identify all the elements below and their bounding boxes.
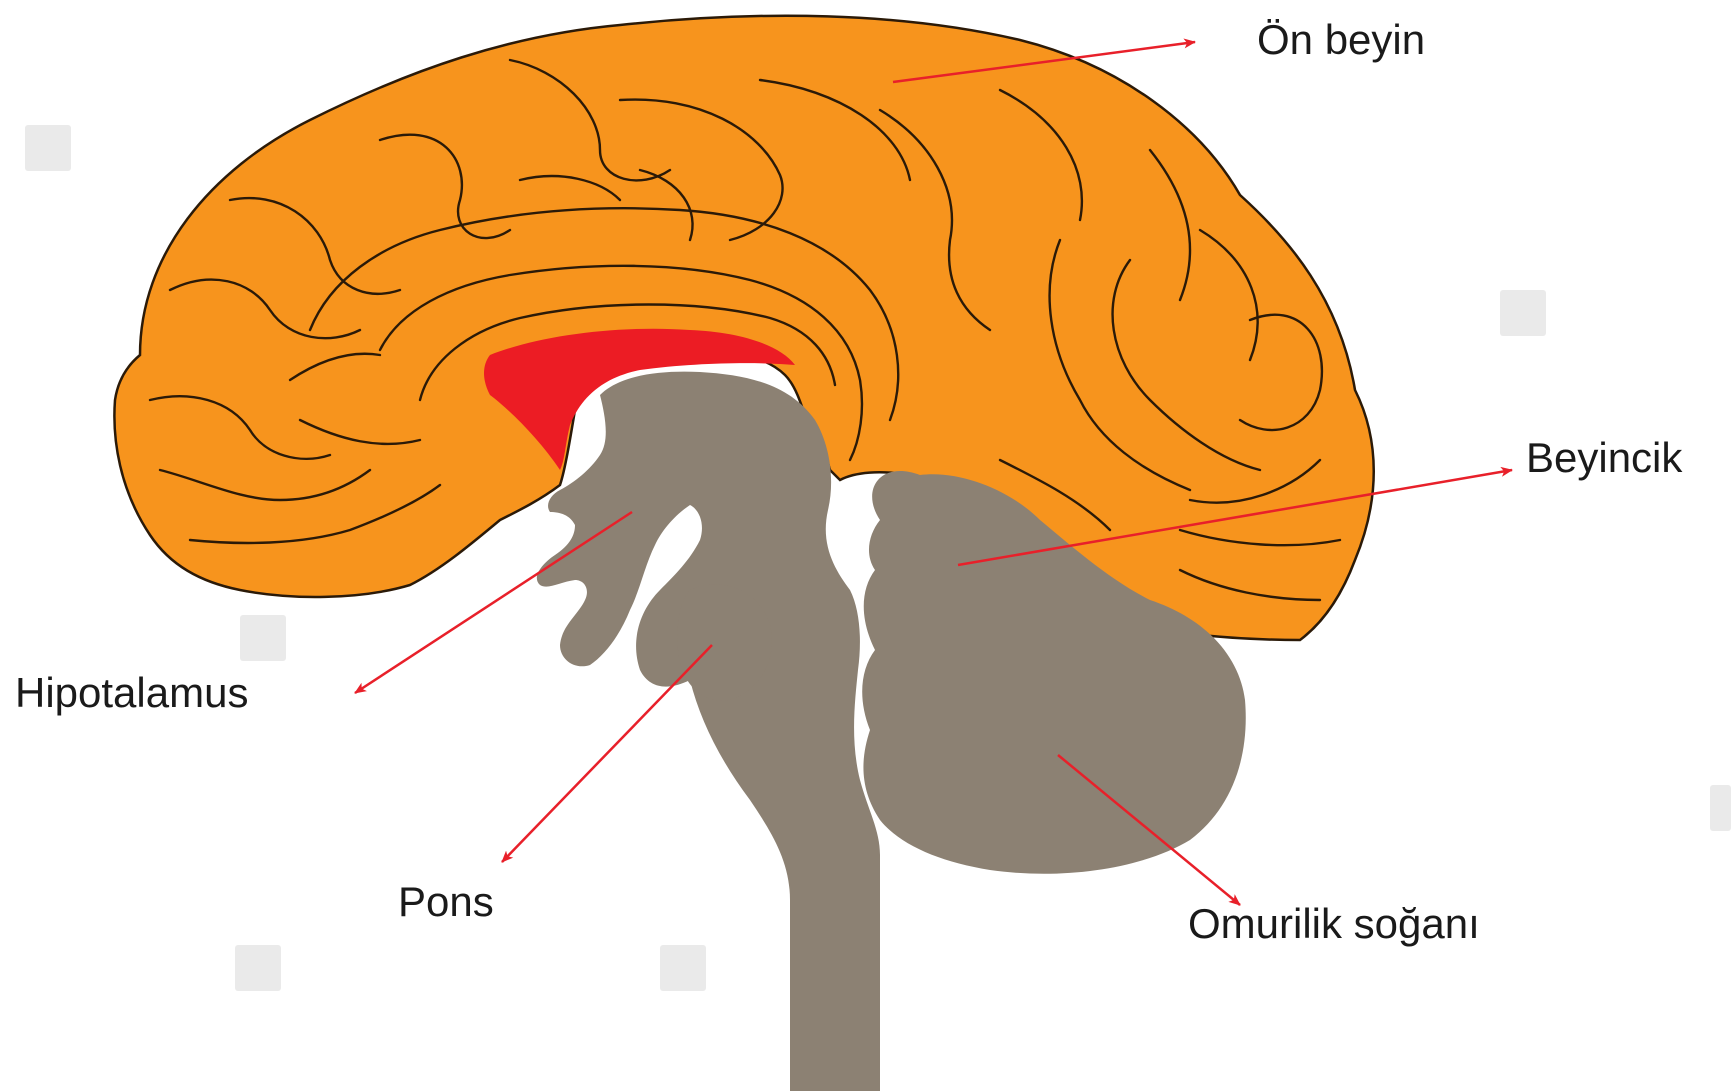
label-cerebellum: Beyincik bbox=[1526, 434, 1683, 481]
brainstem-shape bbox=[537, 372, 880, 1091]
label-pons: Pons bbox=[398, 878, 494, 925]
label-hypothalamus: Hipotalamus bbox=[15, 669, 248, 716]
label-medulla: Omurilik soğanı bbox=[1188, 900, 1480, 947]
label-forebrain: Ön beyin bbox=[1257, 16, 1425, 63]
arrow-pons bbox=[502, 645, 712, 862]
